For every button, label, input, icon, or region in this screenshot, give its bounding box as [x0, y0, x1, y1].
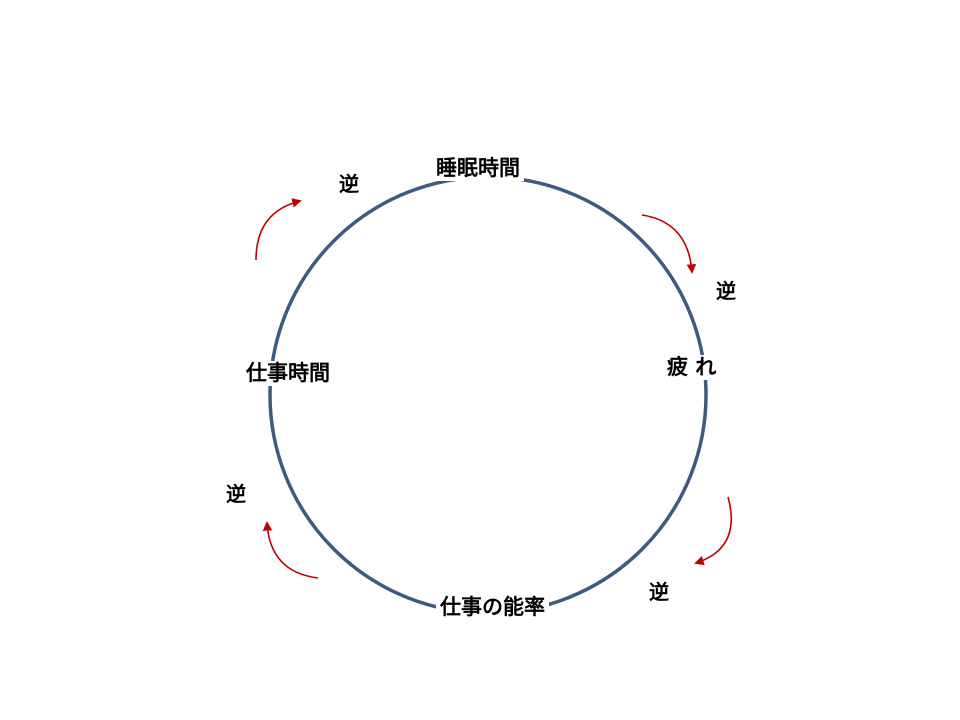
node-fatigue: 疲 れ — [663, 355, 721, 380]
node-work-time: 仕事時間 — [242, 361, 334, 386]
cycle-ring — [268, 175, 708, 615]
relation-label-efficiency-to-worktime: 逆 — [649, 580, 669, 604]
relation-arrow-efficiency-to-worktime — [262, 521, 319, 579]
relation-label-fatigue-to-efficiency: 逆 — [716, 279, 736, 303]
relation-label-worktime-to-sleep: 逆 — [226, 482, 246, 506]
node-sleep-time: 睡眠時間 — [432, 156, 524, 181]
relation-arrow-fatigue-to-efficiency — [694, 496, 732, 566]
node-work-efficiency: 仕事の能率 — [436, 595, 549, 620]
relation-arrow-sleep-to-fatigue — [641, 214, 697, 274]
relation-label-sleep-to-fatigue: 逆 — [339, 172, 359, 196]
relation-arrow-worktime-to-sleep — [255, 198, 302, 261]
